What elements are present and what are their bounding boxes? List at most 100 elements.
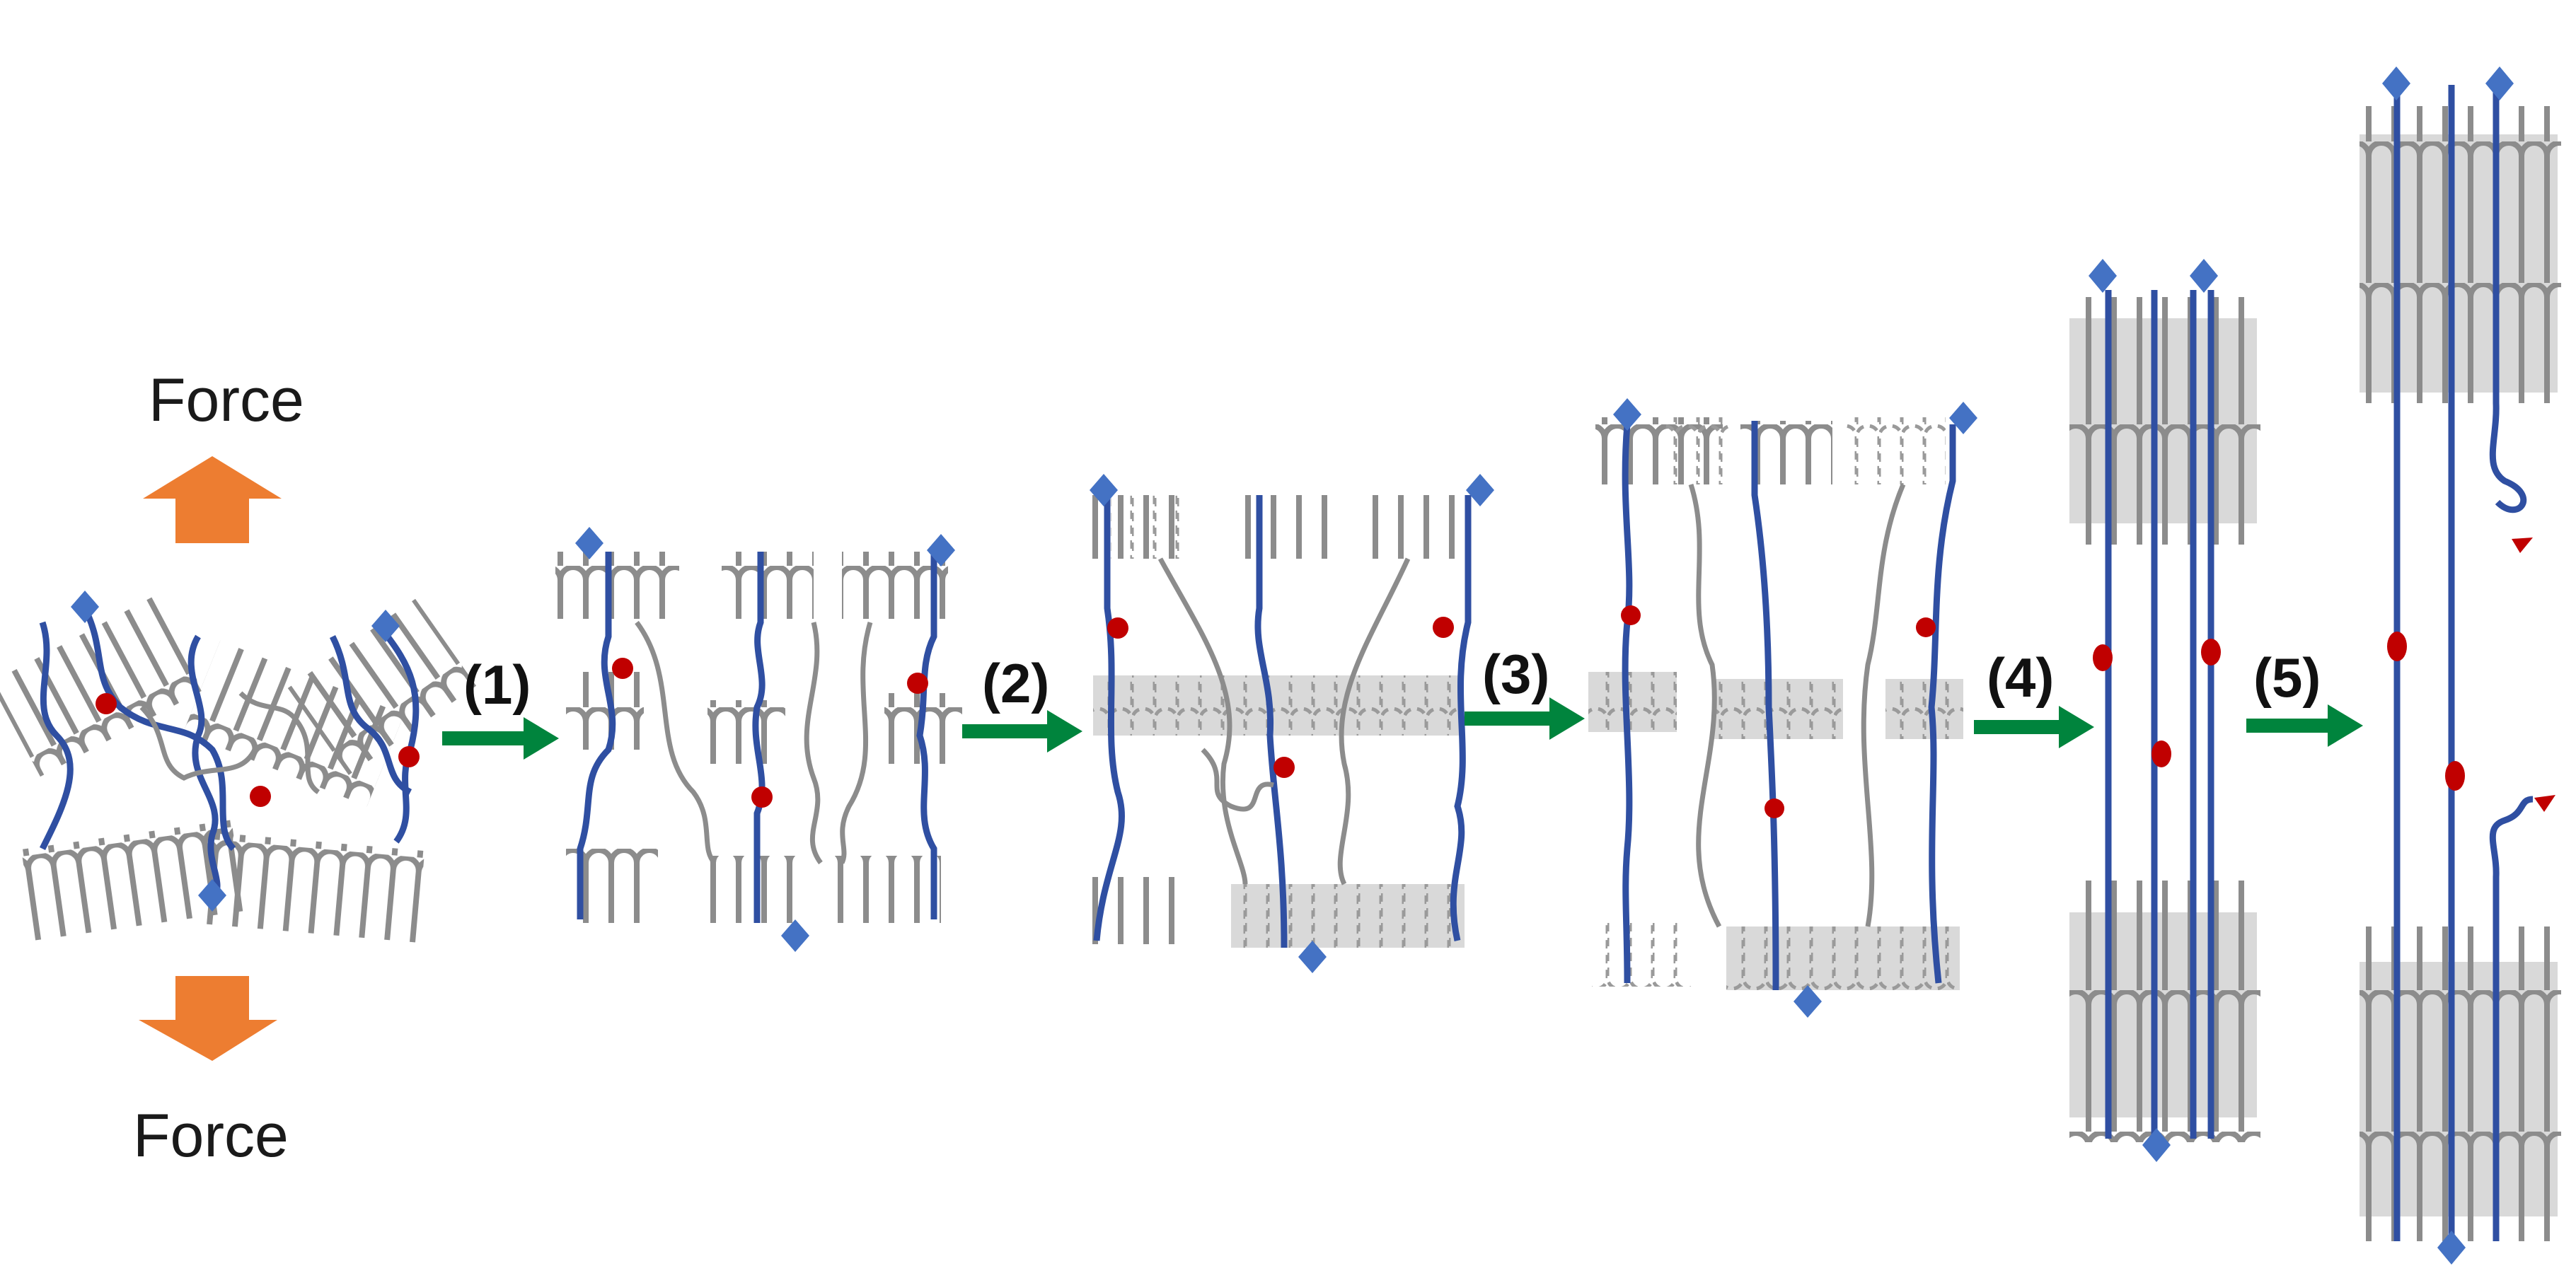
up-force-arrow-icon (143, 456, 282, 543)
step-label: (1) (463, 653, 531, 716)
entanglement-dot-icon (612, 658, 633, 679)
lamella-stack (2069, 297, 2260, 545)
chain-end-diamond-icon (371, 610, 400, 642)
step-2: (2) (962, 652, 1082, 753)
entanglement-dot-icon (96, 693, 117, 714)
lamella-stack-fragmented (1588, 672, 1677, 732)
step-label: (2) (982, 652, 1049, 714)
stage-4-structure (2069, 259, 2260, 1162)
amorphous-chain (839, 621, 873, 864)
amorphous-chain (804, 622, 823, 865)
tie-chain (916, 552, 937, 919)
lamella-stack (1592, 919, 1691, 987)
step-1: (1) (442, 653, 559, 760)
amorphous-chain (139, 705, 258, 781)
tie-chain (329, 634, 412, 796)
tie-chain (187, 634, 221, 901)
lamella-stack-fragmented (1111, 495, 1189, 559)
entanglement-dot-icon (751, 786, 773, 808)
entanglement-dot-icon (1764, 798, 1784, 818)
lamella-stack (555, 552, 679, 619)
chain-end-diamond-icon (2142, 1128, 2171, 1162)
lamella-stack (2360, 106, 2561, 403)
chain-end-diamond-icon (1613, 398, 1641, 431)
chain-end-diamond-icon (2089, 259, 2117, 293)
lamella-stack-fragmented (1663, 417, 1733, 484)
broken-chain-end-icon (2534, 795, 2555, 812)
chain-end-diamond-icon (2485, 66, 2514, 100)
stage-1-structure (555, 527, 962, 952)
entanglement-dot-icon (250, 786, 271, 807)
tie-chain (1450, 495, 1472, 941)
force-label-bottom: Force (133, 1102, 289, 1170)
chain-end-diamond-icon (1949, 402, 1977, 434)
amorphous-chain (238, 691, 320, 794)
lamella-stack (835, 856, 941, 923)
chain-end-diamond-icon (71, 591, 99, 623)
chain-end-diamond-icon (198, 879, 226, 912)
entanglement-dot-icon (2093, 644, 2113, 671)
lamella-stack-fragmented (1885, 679, 1963, 739)
lamella-stack-fragmented (1231, 884, 1465, 948)
chain-end-diamond-icon (927, 534, 955, 567)
broken-tie-chain-bottom (2489, 796, 2534, 1241)
tie-chain (577, 552, 616, 919)
broken-chain-end-icon (2512, 538, 2533, 553)
tie-chain (1622, 424, 1633, 984)
chain-end-diamond-icon (575, 527, 603, 559)
entanglement-dot-icon (2152, 740, 2171, 767)
entanglement-dot-icon (907, 673, 928, 694)
chain-end-diamond-icon (1090, 474, 1118, 506)
entanglement-dot-icon (1273, 757, 1295, 778)
amorphous-chain (1688, 483, 1722, 928)
lamella-stack-fragmented (1093, 675, 1461, 736)
step-label: (4) (1987, 646, 2054, 709)
step-right-arrow-icon (2246, 704, 2363, 747)
amorphous-chain (1157, 557, 1248, 885)
entanglement-dot-icon (1107, 617, 1128, 639)
chain-end-diamond-icon (2190, 259, 2218, 293)
lamella-stack-fragmented (1712, 679, 1843, 739)
step-3: (3) (1465, 643, 1585, 740)
tie-chain (81, 606, 236, 852)
lamella-stack (287, 598, 477, 775)
down-force-arrow-icon (139, 976, 277, 1061)
entanglement-dot-icon (1916, 617, 1936, 637)
stage-0-initial-structure (0, 591, 477, 943)
lamella-stack (842, 552, 948, 619)
stage-3-structure (1588, 398, 1977, 1018)
stage-5-structure (2360, 66, 2561, 1265)
lamella-stack (21, 820, 245, 941)
step-right-arrow-icon (442, 717, 559, 760)
lamella-stack (205, 832, 425, 943)
force-label-top: Force (149, 366, 304, 434)
stage-2-structure (1075, 474, 1494, 973)
entanglement-dot-icon (2445, 761, 2465, 791)
step-right-arrow-icon (1465, 697, 1585, 740)
chain-end-diamond-icon (781, 919, 809, 952)
lamella-stack (707, 700, 785, 764)
amorphous-chain (1861, 483, 1906, 927)
lamella-stack (0, 596, 203, 777)
lamella-stack-fragmented (1847, 417, 1946, 484)
step-5: (5) (2246, 646, 2363, 747)
step-label: (5) (2253, 646, 2321, 709)
step-right-arrow-icon (962, 710, 1082, 753)
chain-end-diamond-icon (1298, 941, 1327, 973)
step-4: (4) (1974, 646, 2094, 748)
lamella-stack (2069, 881, 2260, 1142)
tie-chain (1254, 495, 1288, 948)
entanglement-dot-icon (1621, 605, 1641, 625)
amorphous-chain (1201, 748, 1274, 812)
lamella-stack (2360, 926, 2561, 1241)
lamella-stack-fragmented (1726, 926, 1960, 990)
force-top: Force (143, 366, 304, 543)
chain-end-diamond-icon (2382, 66, 2410, 100)
step-label: (3) (1482, 643, 1549, 705)
tie-chain (1751, 421, 1779, 991)
chain-end-diamond-icon (2437, 1231, 2466, 1265)
force-bottom: Force (133, 976, 289, 1170)
broken-tie-chain-top (2489, 85, 2527, 513)
chain-end-diamond-icon (1466, 474, 1494, 506)
